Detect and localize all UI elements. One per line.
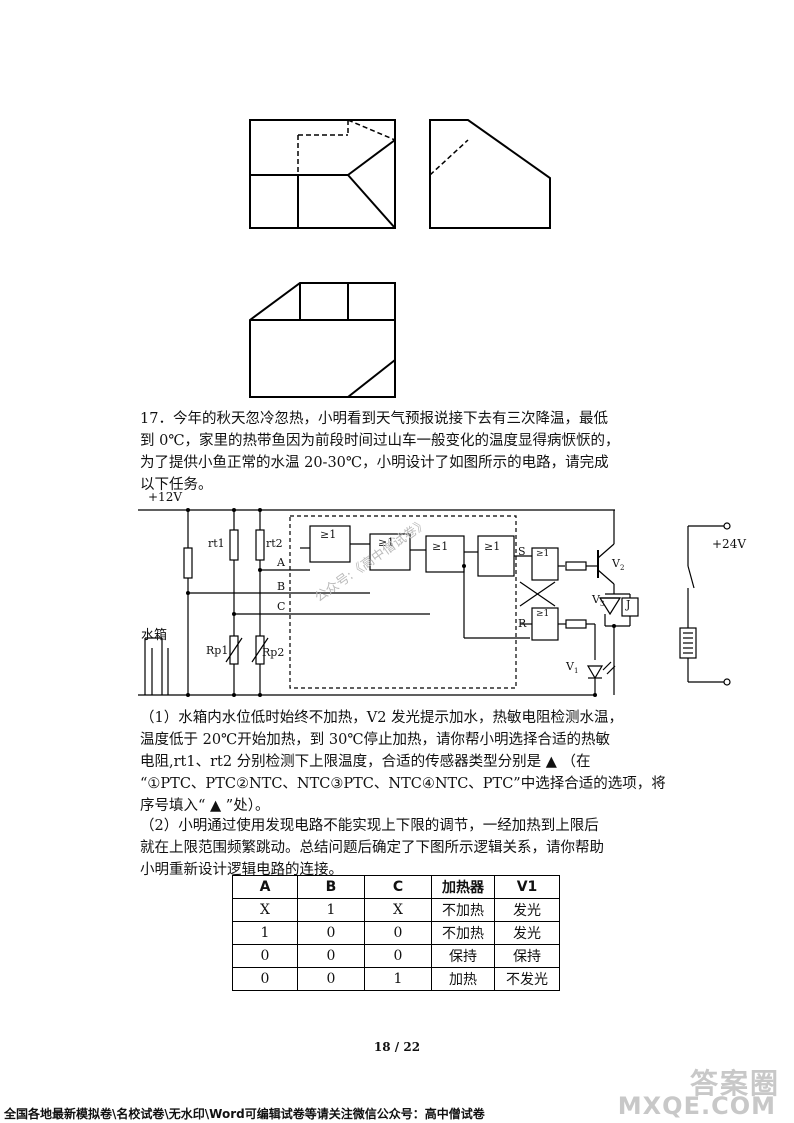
gate-label-1: ≥1 bbox=[320, 528, 337, 541]
gate-label-s: ≥1 bbox=[536, 549, 550, 559]
gate-label-r: ≥1 bbox=[536, 609, 550, 619]
watermark-url: MXQE.COM bbox=[617, 1092, 776, 1120]
part1-text: （1）水箱内水位低时始终不加热，V2 发光提示加水，热敏电阻检测水温， 温度低于… bbox=[140, 707, 666, 817]
part2-line: 小明重新设计逻辑电路的连接。 bbox=[140, 862, 343, 878]
latch-gate-s bbox=[531, 547, 559, 581]
label-supply-12v: +12V bbox=[148, 490, 182, 504]
table-row: 0 0 0 保持 保持 bbox=[232, 944, 560, 968]
table-cell: 0 bbox=[232, 944, 298, 968]
question17-line: 17．今年的秋天忽冷忽热，小明看到天气预报说接下去有三次降温，最低 bbox=[140, 411, 608, 427]
label-r: R bbox=[518, 617, 527, 630]
table-row: 0 0 1 加热 不发光 bbox=[232, 967, 560, 991]
page-number: 18 / 22 bbox=[373, 1040, 421, 1054]
table-cell: 0 bbox=[364, 944, 432, 968]
label-b: B bbox=[277, 580, 286, 593]
table-cell: 加热 bbox=[431, 967, 495, 991]
table-cell: X bbox=[364, 898, 432, 922]
resistor-led bbox=[565, 619, 587, 629]
question17-line: 以下任务。 bbox=[140, 477, 213, 493]
table-cell: 1 bbox=[297, 898, 365, 922]
table-cell: 不加热 bbox=[431, 898, 495, 922]
thermistor-rt2 bbox=[255, 529, 265, 561]
label-rt1: rt1 bbox=[208, 537, 225, 550]
table-cell: 0 bbox=[232, 967, 298, 991]
label-rp2: Rp2 bbox=[262, 646, 285, 659]
label-rt2: rt2 bbox=[266, 537, 283, 550]
label-v1: V1 bbox=[566, 660, 579, 676]
footer-notice: 全国各地最新模拟卷\名校试卷\无水印\Word可编辑试卷等请关注微信公众号：高中… bbox=[4, 1107, 485, 1121]
table-cell: 0 bbox=[297, 967, 365, 991]
header-heater: 加热器 bbox=[431, 875, 495, 899]
part1-line: 电阻,rt1、rt2 分别检测下上限温度，合适的传感器类型分别是 ▲ （在 bbox=[140, 754, 591, 770]
table-cell: 0 bbox=[297, 921, 365, 945]
table-cell: 不发光 bbox=[494, 967, 560, 991]
label-relay-j: J bbox=[626, 598, 631, 611]
part1-line: “①PTC、PTC②NTC、NTC③PTC、NTC④NTC、PTC”中选择合适的… bbox=[140, 776, 666, 792]
table-cell: 0 bbox=[364, 921, 432, 945]
gate-label-2: ≥1 bbox=[378, 536, 395, 549]
truth-table: A B C 加热器 V1 X 1 X 不加热 发光 1 0 0 不加热 发光 0… bbox=[232, 875, 560, 991]
side-view bbox=[429, 119, 551, 229]
table-header-row: A B C 加热器 V1 bbox=[232, 875, 560, 899]
table-cell: X bbox=[232, 898, 298, 922]
gate-label-3: ≥1 bbox=[432, 540, 449, 553]
header-b: B bbox=[297, 875, 365, 899]
terminal-24v-top bbox=[723, 522, 731, 530]
question17-line: 到 0℃，家里的热带鱼因为前段时间过山车一般变化的温度显得病恹恹的， bbox=[140, 433, 620, 449]
terminal-24v-bottom bbox=[723, 678, 731, 686]
nor-gate-2 bbox=[369, 533, 411, 571]
part1-line: 温度低于 20℃开始加热，到 30℃停止加热，请你帮小明选择合适的热敏 bbox=[140, 732, 611, 748]
header-c: C bbox=[364, 875, 432, 899]
led-v1 bbox=[586, 665, 604, 680]
table-cell: 1 bbox=[364, 967, 432, 991]
nor-gate-3 bbox=[425, 535, 465, 573]
label-v2: V2 bbox=[612, 557, 625, 573]
watermark-logo: 答案圈 bbox=[689, 1067, 780, 1100]
label-c: C bbox=[277, 600, 286, 613]
three-view-drawing bbox=[249, 119, 551, 398]
table-cell: 0 bbox=[297, 944, 365, 968]
label-rp1: Rp1 bbox=[206, 644, 229, 657]
label-s: S bbox=[518, 545, 526, 558]
label-v3: V3 bbox=[592, 593, 605, 609]
part1-line: 序号填入“ ▲ ”处）。 bbox=[140, 798, 270, 814]
header-v1: V1 bbox=[494, 875, 560, 899]
part1-line: （1）水箱内水位低时始终不加热，V2 发光提示加水，热敏电阻检测水温， bbox=[140, 710, 624, 726]
gate-label-4: ≥1 bbox=[484, 540, 501, 553]
table-row: 1 0 0 不加热 发光 bbox=[232, 921, 560, 945]
question17-text: 17．今年的秋天忽冷忽热，小明看到天气预报说接下去有三次降温，最低 到 0℃，家… bbox=[140, 408, 660, 496]
header-a: A bbox=[232, 875, 298, 899]
part2-line: 就在上限范围频繁跳动。总结问题后确定了下图所示逻辑关系，请你帮助 bbox=[140, 840, 604, 856]
part2-line: （2）小明通过使用发现电路不能实现上下限的调节，一经加热到上限后 bbox=[140, 818, 599, 834]
logic-dashed-box bbox=[289, 515, 517, 689]
table-cell: 不加热 bbox=[431, 921, 495, 945]
resistor-base bbox=[565, 561, 587, 571]
label-water-tank: 水箱 bbox=[141, 628, 168, 643]
circuit-diagram bbox=[138, 508, 731, 697]
resistor-left bbox=[183, 547, 193, 579]
table-cell: 保持 bbox=[494, 944, 560, 968]
table-cell: 1 bbox=[232, 921, 298, 945]
label-supply-24v: +24V bbox=[712, 537, 746, 551]
question17-line: 为了提供小鱼正常的水温 20-30℃，小明设计了如图所示的电路，请完成 bbox=[140, 455, 609, 471]
label-a: A bbox=[277, 556, 285, 569]
thermistor-rt1 bbox=[229, 529, 239, 561]
table-row: X 1 X 不加热 发光 bbox=[232, 898, 560, 922]
top-view bbox=[249, 282, 396, 398]
table-cell: 发光 bbox=[494, 921, 560, 945]
table-cell: 保持 bbox=[431, 944, 495, 968]
table-cell: 发光 bbox=[494, 898, 560, 922]
part2-text: （2）小明通过使用发现电路不能实现上下限的调节，一经加热到上限后 就在上限范围频… bbox=[140, 815, 660, 881]
